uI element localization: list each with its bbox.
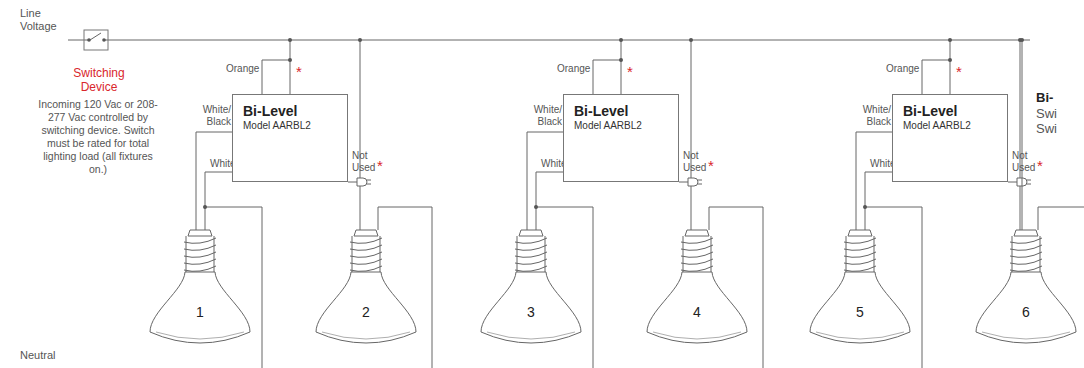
switch-blade [90,33,101,40]
lamp-thread [184,236,216,272]
lamp-base-cap [685,230,709,236]
group-wires [203,38,1084,368]
plug-symbol [688,178,702,186]
lamp-outline [146,228,254,350]
lamp-number: 6 [972,304,1080,320]
controller-box: Bi-LevelModel AARBL2 [563,94,679,182]
lamp-rim [156,332,244,339]
lamp-thread [350,236,382,272]
lamp-thread [515,236,547,272]
wire-label: White/ Black [858,104,891,128]
junction-dot [619,58,623,62]
model-number: Model AARBL2 [903,120,1001,132]
switch-contact [87,38,91,42]
cut-text: Swi [1036,106,1057,121]
wire-label: Not Used [352,150,378,174]
wire-label: White/ Black [529,104,562,128]
neutral-label: Neutral [20,349,55,362]
switch-contact [102,38,106,42]
lamp-fixture: 4 [643,228,751,350]
junction-dot [948,38,952,42]
model-number: Model AARBL2 [574,120,672,132]
lamp-rim [816,332,904,339]
switch-housing [84,30,108,50]
lamp-base-cap [188,230,212,236]
note-asterisk: * [1037,158,1043,173]
lamp-number: 5 [806,304,914,320]
junction-dot [1020,38,1024,42]
lamp-number: 2 [312,304,420,320]
lamp-thread [1010,236,1042,272]
lamp-number: 3 [477,304,585,320]
wire-connector [527,132,563,230]
junction-dot [863,205,867,209]
lamp-outline [477,228,585,350]
lamp-number: 1 [146,304,254,320]
device-note: Incoming 120 Vac or 208-277 Vac controll… [37,98,159,176]
lamp-number: 4 [643,304,751,320]
model-number: Model AARBL2 [243,120,341,132]
wire [1022,40,1023,230]
cut-heading: Bi- [1036,90,1053,105]
lamp-outline [806,228,914,350]
lamp-base-cap [519,230,543,236]
wire-label: Orange [226,63,259,75]
wire-label: Not Used [683,150,709,174]
line-voltage-wire [68,40,1030,41]
lamp-fixture: 1 [146,228,254,350]
wire-label: Orange [557,63,590,75]
lamp-base-cap [354,230,378,236]
lamp-fixture: 3 [477,228,585,350]
note-asterisk: * [708,158,714,173]
controller-box: Bi-LevelModel AARBL2 [892,94,1008,182]
junction-dot [948,58,952,62]
lamp-fixture: 6 [972,228,1080,350]
box-title: Bi-Level [243,103,341,120]
junction-dot [358,38,362,42]
junction-dot [203,205,207,209]
lamp-rim [982,332,1070,339]
device-title: Switching Device [63,66,135,94]
wire-connector [856,132,892,230]
line-label: Line Voltage [20,7,66,33]
lamp-thread [681,236,713,272]
junction-dot [288,38,292,42]
wire-label: Orange [886,63,919,75]
lamp-rim [322,332,410,339]
cut-text: Swi [1036,121,1057,136]
lamp-base-cap [848,230,872,236]
lamp-outline [312,228,420,350]
junction-dot [619,38,623,42]
lamp-thread [844,236,876,272]
junction-dot [534,205,538,209]
note-asterisk: * [377,158,383,173]
lamp-rim [653,332,741,339]
note-asterisk: * [956,64,962,79]
lamp-base-cap [1014,230,1038,236]
line-wire [68,30,1030,50]
wire-label: Not Used [1012,150,1038,174]
plug-symbol [1017,178,1031,186]
wire-label: White/ Black [198,104,231,128]
note-asterisk: * [296,64,302,79]
wire-connector [196,132,232,230]
note-asterisk: * [627,64,633,79]
lamp-fixture: 2 [312,228,420,350]
controller-box: Bi-LevelModel AARBL2 [232,94,348,182]
lamp-outline [972,228,1080,350]
junction-dot [689,38,693,42]
box-title: Bi-Level [903,103,1001,120]
junction-dot [288,58,292,62]
lamp-rim [487,332,575,339]
plug-symbol [357,178,371,186]
lamp-fixture: 5 [806,228,914,350]
lamp-outline [643,228,751,350]
box-title: Bi-Level [574,103,672,120]
